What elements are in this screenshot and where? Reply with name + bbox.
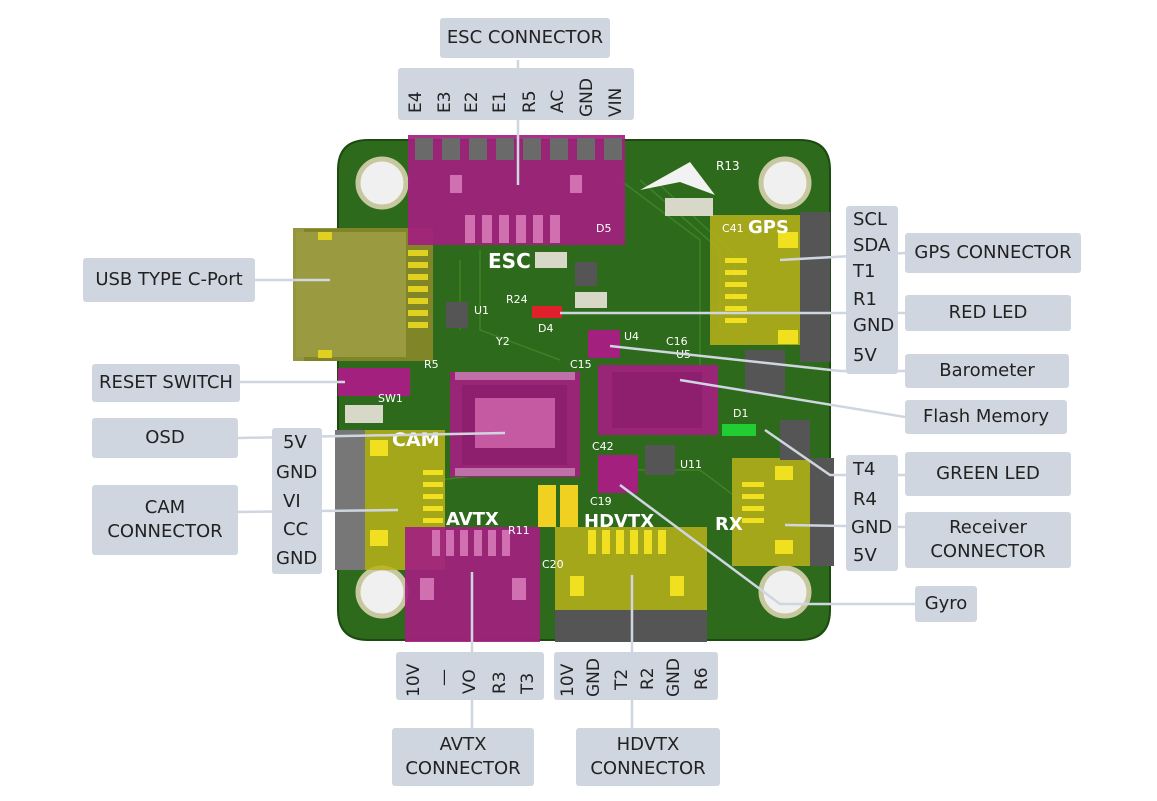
esc-pin-2: E3 [435, 91, 455, 113]
usb-callout: USB TYPE C-Port [83, 258, 255, 302]
avtx-pin-5: T3 [518, 673, 538, 694]
avtx-pin-3: VO [460, 669, 480, 694]
mount-hole-tr [761, 159, 809, 207]
silk-c42: C42 [592, 440, 614, 453]
silk-u11: U11 [680, 458, 702, 471]
gyro-chip [598, 455, 638, 493]
avtx-callout-line2: CONNECTOR [405, 757, 520, 781]
red-led-callout: RED LED [905, 295, 1071, 331]
hdvtx-pin-5: GND [664, 658, 684, 697]
silk-u1: U1 [474, 304, 489, 317]
avtx-pin-2: — [434, 669, 454, 686]
silk-rx: RX [715, 514, 743, 535]
osd-chip [450, 372, 580, 477]
hdvtx-connector-callout: HDVTX CONNECTOR [576, 728, 720, 786]
cam-pin-5: GND [276, 549, 317, 569]
silk-c20: C20 [542, 558, 564, 571]
esc-pin-3: E2 [462, 91, 482, 113]
receiver-callout-line1: Receiver [949, 516, 1027, 540]
hdvtx-pin-2: GND [584, 658, 604, 697]
silk-cam: CAM [392, 429, 440, 451]
silk-d5: D5 [596, 222, 611, 235]
silk-r24: R24 [506, 293, 528, 306]
rx-pin-2: R4 [853, 490, 877, 510]
receiver-connector-callout: Receiver CONNECTOR [905, 512, 1071, 568]
green-led-callout: GREEN LED [905, 452, 1071, 496]
cam-connector-callout: CAM CONNECTOR [92, 485, 238, 555]
silk-r5: R5 [424, 358, 439, 371]
esc-pin-4: E1 [490, 91, 510, 113]
mount-hole-br [761, 568, 809, 616]
silk-c19: C19 [590, 495, 612, 508]
silk-esc: ESC [488, 249, 531, 273]
gps-pin-4: R1 [853, 290, 877, 310]
gyro-callout: Gyro [915, 586, 977, 622]
barometer-callout: Barometer [905, 354, 1069, 388]
cam-pin-3: VI [283, 492, 301, 512]
silk-d1: D1 [733, 407, 748, 420]
esc-pin-7: GND [577, 78, 597, 117]
gps-connector-callout: GPS CONNECTOR [905, 233, 1081, 273]
rx-pin-4: 5V [853, 546, 877, 566]
gps-pin-6: 5V [853, 346, 877, 366]
osd-callout: OSD [92, 418, 238, 458]
green-led-part [722, 424, 756, 436]
cam-callout-line2: CONNECTOR [107, 520, 222, 544]
hdvtx-pin-6: R6 [692, 667, 712, 690]
cam-pin-4: CC [283, 520, 308, 540]
silk-sw1: SW1 [378, 392, 403, 405]
hdvtx-callout-line1: HDVTX [617, 733, 680, 757]
hdvtx-pin-4: R2 [638, 667, 658, 690]
silk-c15: C15 [570, 358, 592, 371]
silk-c41: C41 [722, 222, 744, 235]
cam-pin-2: GND [276, 463, 317, 483]
hdvtx-pin-1: 10V [558, 664, 578, 697]
rx-pin-1: T4 [853, 460, 875, 480]
mcu-u11 [645, 445, 675, 475]
esc-pin-5: R5 [520, 90, 540, 113]
gps-pin-3: T1 [853, 262, 875, 282]
rx-pin-3: GND [851, 518, 892, 538]
red-led-part [532, 306, 562, 318]
silk-c16: C16 [666, 335, 688, 348]
mount-hole-bl [358, 568, 406, 616]
silk-y2: Y2 [495, 335, 510, 348]
usb-port [293, 228, 433, 361]
silk-u4: U4 [624, 330, 639, 343]
silk-r13: R13 [716, 159, 740, 173]
gps-pin-2: SDA [853, 236, 890, 256]
esc-connector [408, 135, 625, 245]
silk-gps: GPS [748, 217, 789, 238]
avtx-pin-1: 10V [404, 664, 424, 697]
silk-r11: R11 [508, 524, 530, 537]
flash-memory-callout: Flash Memory [905, 400, 1067, 434]
avtx-pin-4: R3 [490, 671, 510, 694]
reset-switch-callout: RESET SWITCH [92, 364, 240, 402]
esc-pins-box [398, 68, 634, 120]
cam-pin-1: 5V [283, 433, 307, 453]
receiver-callout-line2: CONNECTOR [930, 540, 1045, 564]
barometer-chip [588, 330, 620, 358]
hdvtx-callout-line2: CONNECTOR [590, 757, 705, 781]
esc-pin-1: E4 [406, 91, 426, 113]
gps-pin-5: GND [853, 316, 894, 336]
silk-hdvtx: HDVTX [584, 511, 654, 532]
hdvtx-pin-3: T2 [612, 669, 632, 690]
esc-pin-8: VIN [606, 88, 626, 117]
gps-pin-1: SCL [853, 210, 887, 230]
rx-connector [732, 458, 834, 566]
esc-pin-6: AC [548, 90, 568, 113]
mount-hole-tl [358, 159, 406, 207]
silk-avtx: AVTX [446, 509, 499, 530]
avtx-connector-callout: AVTX CONNECTOR [392, 728, 534, 786]
cam-callout-line1: CAM [145, 496, 185, 520]
avtx-callout-line1: AVTX [440, 733, 487, 757]
esc-connector-callout: ESC CONNECTOR [440, 18, 610, 58]
flash-memory-chip [598, 365, 718, 435]
u1-chip [446, 302, 468, 328]
silk-d4: D4 [538, 322, 553, 335]
